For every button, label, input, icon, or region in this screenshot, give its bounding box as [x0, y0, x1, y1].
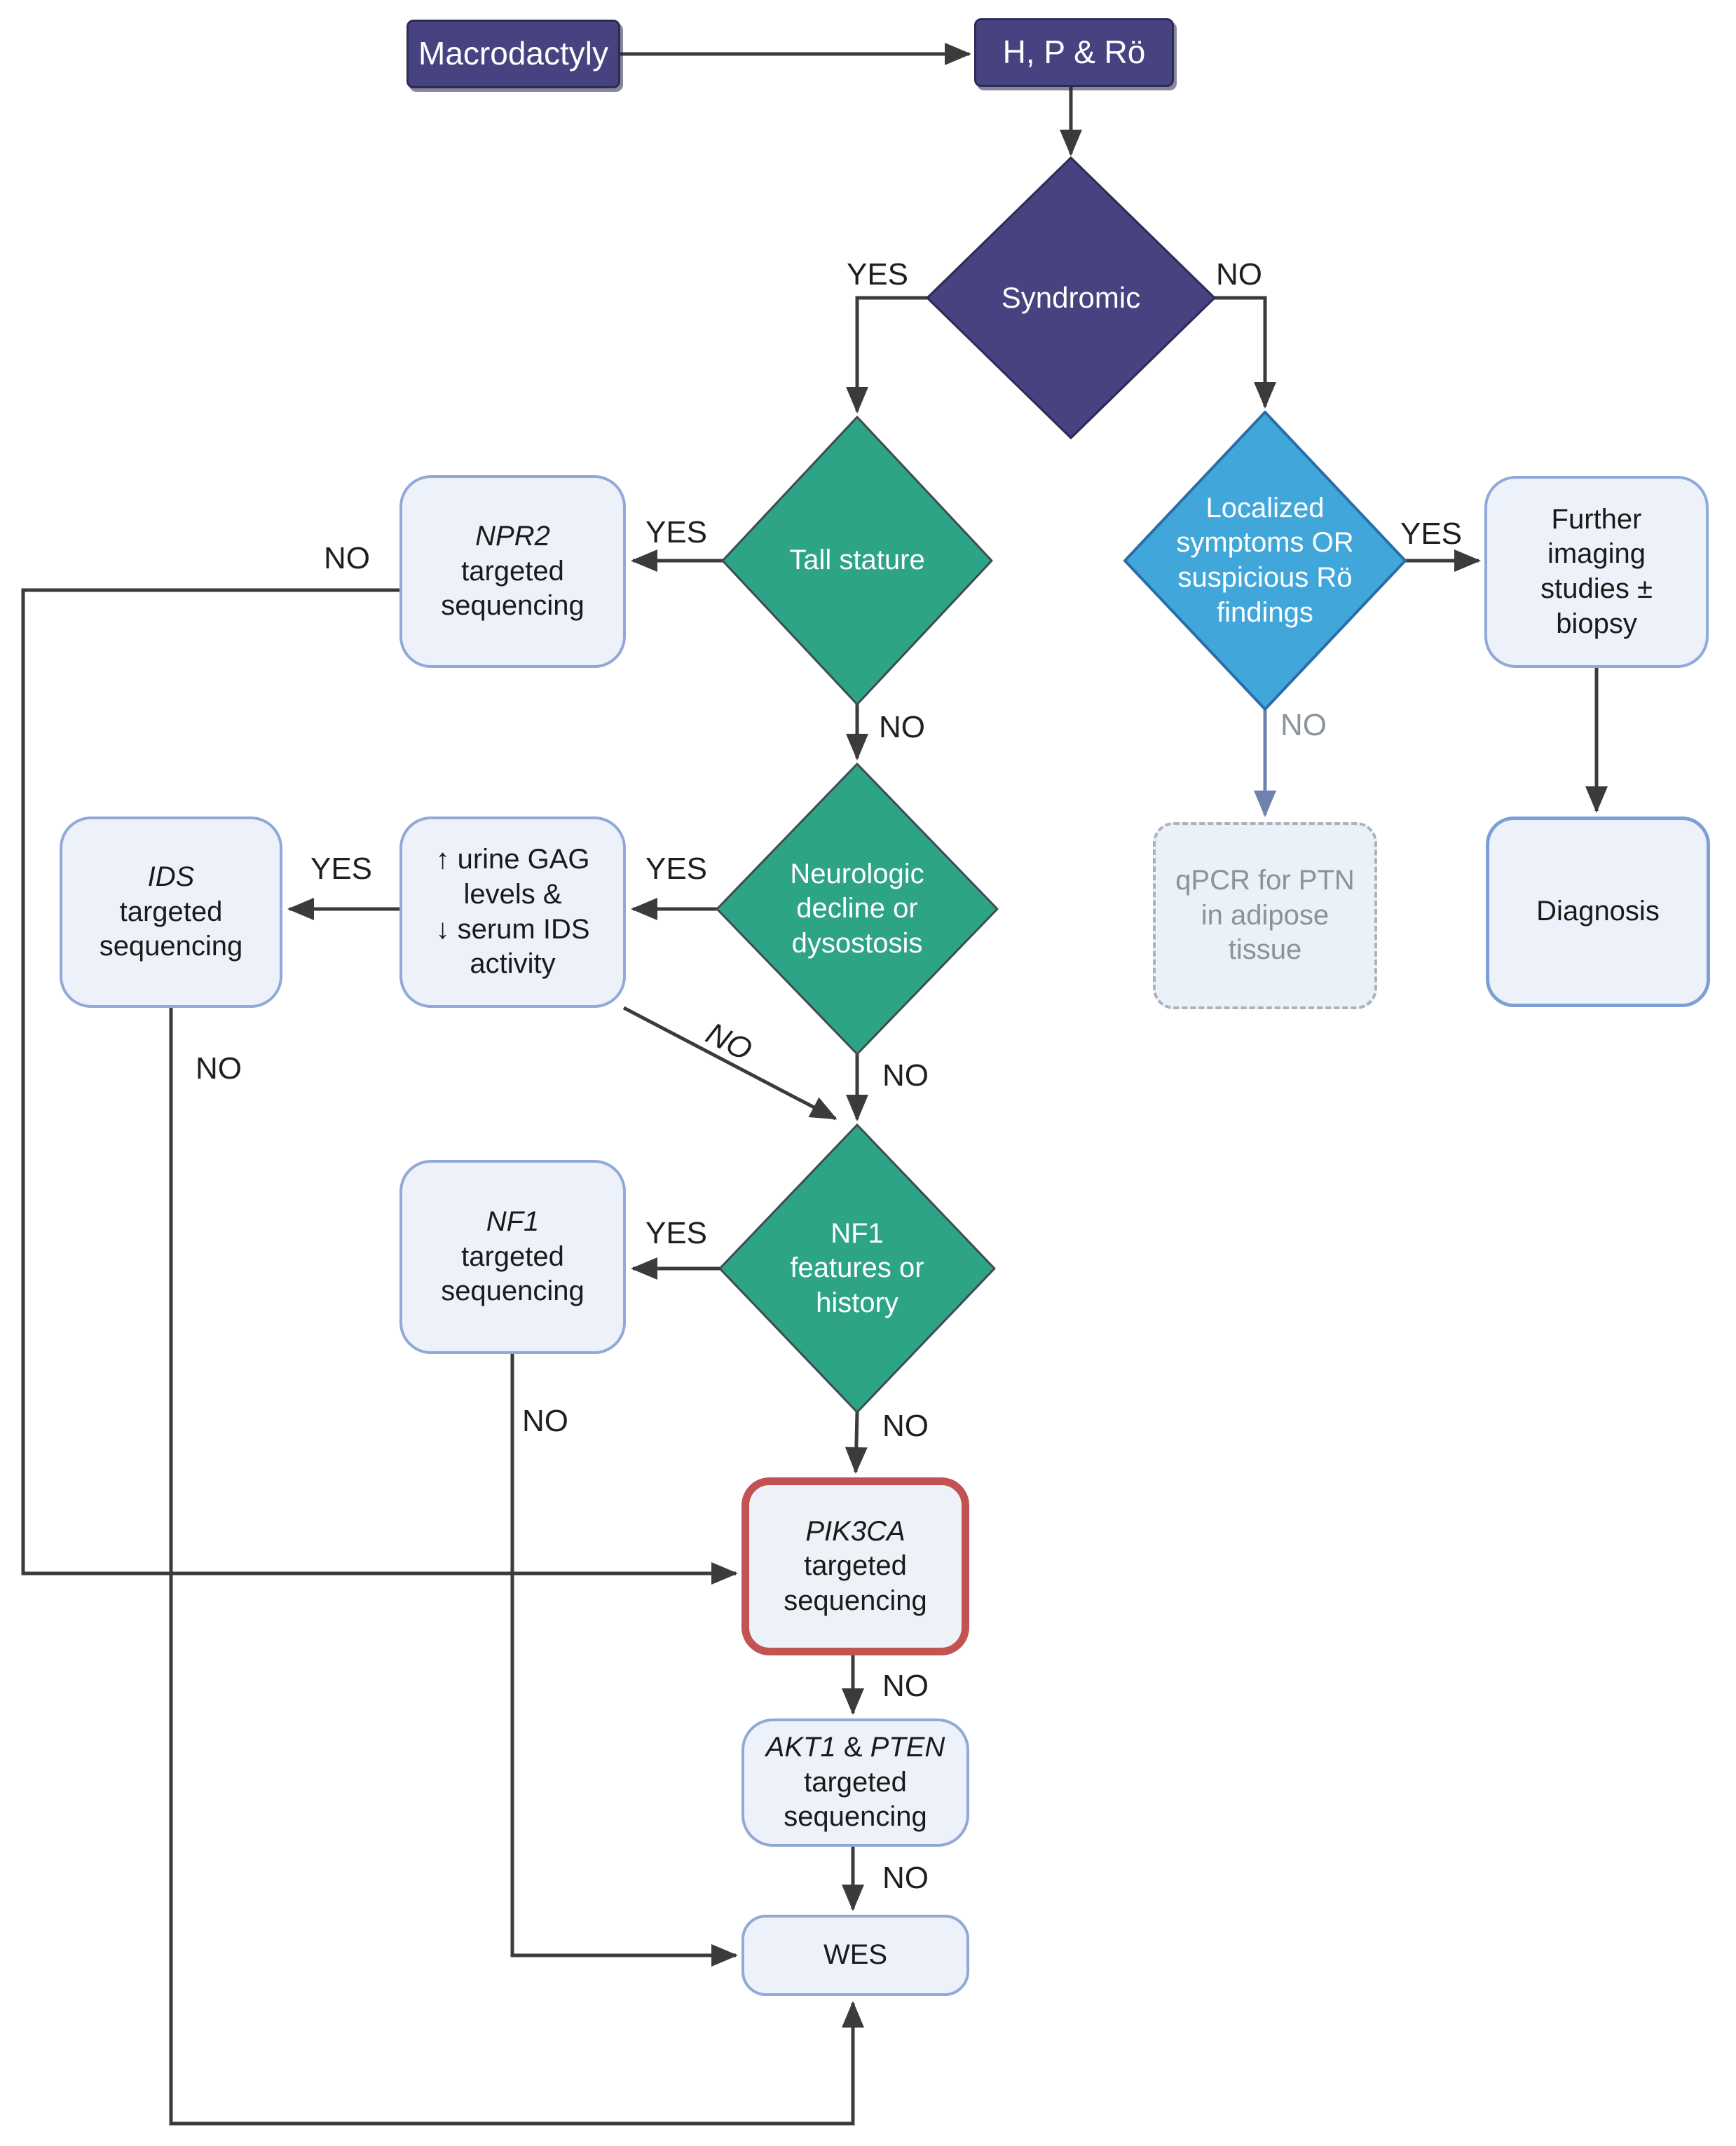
node-history-physical-radiograph: H, P & Rö: [974, 18, 1174, 87]
label-yes-nf1: YES: [645, 1216, 708, 1250]
edge-npr2-no-to-pik3ca: [21, 588, 738, 1585]
node-shape-neurologic-decline-decision: [716, 763, 999, 1055]
label-no-npr2: NO: [324, 541, 370, 575]
label-no-localized: NO: [1280, 708, 1327, 742]
label-no-nf1-box: NO: [522, 1404, 568, 1438]
node-syndromic-decision: Syndromic: [927, 158, 1215, 438]
node-text-tall-stature-decision: Tall stature: [789, 545, 925, 576]
label-yes-gag: YES: [310, 852, 373, 886]
label-yes-tall: YES: [645, 515, 708, 549]
edge-nf1-box-no-to-wes: [510, 1354, 738, 1967]
node-tall-stature-decision: Tall stature: [723, 417, 992, 704]
label-no-syndromic: NO: [1216, 257, 1262, 292]
label-yes-neurologic: YES: [645, 852, 708, 886]
label-no-tall: NO: [879, 710, 925, 744]
edge-gag-no-to-nf1-decision: [622, 1006, 838, 1121]
node-shape-nf1-features-decision: [718, 1123, 996, 1414]
node-text-history-physical-radiograph: H, P & Rö: [1002, 34, 1146, 71]
node-wes: WES: [741, 1915, 969, 1996]
node-shape-localized-symptoms-decision: [1123, 411, 1407, 711]
node-text-macrodactyly: Macrodactyly: [418, 35, 608, 72]
edge-nf1-no-to-pik3ca: [845, 1412, 868, 1474]
label-yes-syndromic: YES: [846, 257, 909, 292]
edge-ids-no-to-wes: [169, 1008, 864, 2126]
label-no-neurologic: NO: [882, 1058, 929, 1093]
label-no-pik3ca: NO: [882, 1669, 929, 1703]
node-text-syndromic-decision: Syndromic: [1001, 280, 1141, 314]
label-no-akt1: NO: [882, 1861, 929, 1895]
node-text-diagnosis: Diagnosis: [1536, 896, 1660, 927]
edge-syndromic-yes-to-tall: [846, 296, 931, 414]
edge-syndromic-no-to-localized: [1211, 296, 1276, 409]
label-no-ids: NO: [196, 1051, 242, 1086]
node-text-wes: WES: [823, 1939, 888, 1971]
label-no-gag-diagonal: NO: [700, 1016, 758, 1068]
node-macrodactyly: Macrodactyly: [406, 20, 620, 88]
node-diagnosis: Diagnosis: [1486, 816, 1710, 1007]
node-shape-syndromic-decision: [926, 156, 1216, 439]
label-yes-localized: YES: [1400, 517, 1463, 551]
node-shape-tall-stature-decision: [721, 416, 993, 706]
label-no-nf1: NO: [882, 1409, 929, 1443]
